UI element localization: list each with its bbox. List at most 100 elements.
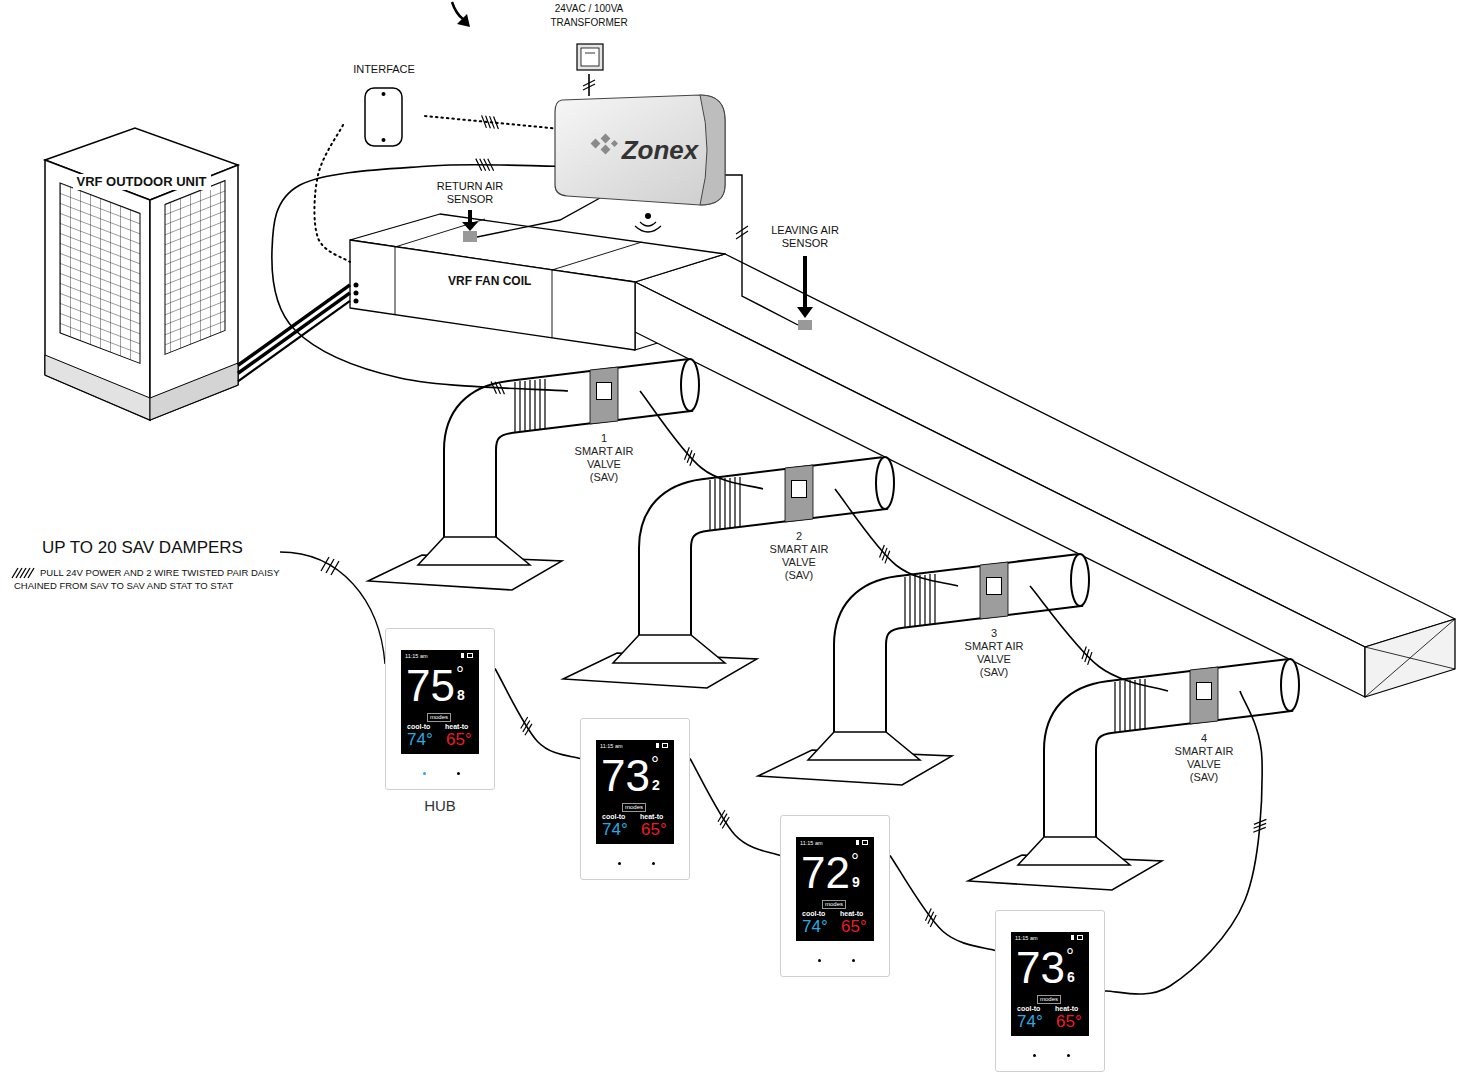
clock-text: 11:15 am bbox=[1015, 935, 1038, 941]
twisted-pair-mark bbox=[583, 84, 595, 90]
interface-link bbox=[314, 125, 350, 262]
wire-connector bbox=[314, 125, 350, 262]
status-icon bbox=[856, 840, 859, 845]
setpoint-caption: heat-to bbox=[640, 813, 663, 821]
thermostat: 11:15 am73°2modescool-to74°heat-to65° bbox=[580, 718, 690, 880]
wire-connector bbox=[890, 856, 995, 951]
control-wire bbox=[272, 165, 568, 391]
indicator-dot bbox=[1033, 1054, 1036, 1057]
room-temperature: 72 bbox=[801, 851, 850, 895]
drawing-part bbox=[725, 175, 798, 325]
heat-setpoint: 65° bbox=[1056, 1013, 1082, 1030]
heat-setpoint: 65° bbox=[841, 918, 867, 935]
drawing-part bbox=[611, 140, 618, 147]
drawing-part bbox=[640, 222, 656, 226]
caption-text: 24VAC / 100VA TRANSFORMER bbox=[547, 2, 631, 30]
thermostat-screen: 11:15 am73°6modescool-to74°heat-to65° bbox=[1011, 932, 1089, 1036]
modes-button: modes bbox=[622, 803, 646, 812]
smart-air-valve: 1SMART AIR VALVE (SAV) bbox=[568, 382, 640, 484]
unit-label: VRF OUTDOOR UNIT bbox=[73, 174, 211, 190]
drawing-part bbox=[1365, 619, 1455, 697]
twisted-pair-mark bbox=[1085, 649, 1089, 662]
thermostat: 11:15 am72°9modescool-to74°heat-to65° bbox=[780, 815, 890, 977]
control-wire bbox=[890, 856, 995, 951]
valve-label: SMART AIR VALVE (SAV) bbox=[1173, 745, 1235, 784]
unit-label: VRF FAN COIL bbox=[448, 274, 531, 288]
drawing-part bbox=[968, 659, 1299, 890]
heat-setpoint: 65° bbox=[446, 731, 472, 748]
daisy-chain-key bbox=[12, 552, 385, 664]
control-wire bbox=[1105, 691, 1262, 994]
thermostat-screen: 11:15 am75°8modescool-to74°heat-to65° bbox=[401, 650, 479, 754]
status-icon bbox=[662, 743, 668, 748]
thermostat-screen: 11:15 am73°2modescool-to74°heat-to65° bbox=[596, 740, 674, 844]
drawing-part bbox=[354, 291, 359, 296]
zonex-controller: Zonex bbox=[555, 96, 725, 204]
setpoint-caption: cool-to bbox=[407, 723, 430, 731]
valve-actuator bbox=[986, 577, 1002, 595]
outdoor-unit: VRF OUTDOOR UNIT bbox=[45, 128, 238, 420]
twisted-pair-mark bbox=[1088, 652, 1092, 665]
drawing-part bbox=[350, 240, 635, 350]
smart-air-valve: 4SMART AIR VALVE (SAV) bbox=[1168, 682, 1240, 784]
zone-number: 6 bbox=[1067, 970, 1075, 984]
valve-label: SMART AIR VALVE (SAV) bbox=[768, 543, 830, 582]
drawing-part bbox=[585, 53, 595, 54]
drawing-part bbox=[555, 95, 725, 205]
setpoint-caption: cool-to bbox=[602, 813, 625, 821]
indicator-dot bbox=[423, 772, 426, 775]
modes-button: modes bbox=[1037, 995, 1061, 1004]
control-wire bbox=[495, 669, 580, 759]
cool-setpoint: 74° bbox=[407, 731, 433, 748]
drawing-part bbox=[45, 160, 150, 420]
thermostat-screen: 11:15 am72°9modescool-to74°heat-to65° bbox=[796, 837, 874, 941]
control-wire bbox=[690, 759, 780, 856]
drawing-part bbox=[395, 247, 396, 315]
drawing-part bbox=[591, 139, 601, 149]
twisted-pair-mark bbox=[476, 159, 482, 171]
branch-ducts bbox=[368, 359, 1299, 890]
pointer-arrow bbox=[452, 2, 470, 27]
pipe-line bbox=[238, 293, 350, 373]
drawing-part bbox=[382, 92, 386, 96]
drawing-part bbox=[45, 128, 238, 200]
fan-coil: VRF FAN COIL bbox=[350, 240, 635, 350]
indicator-dot bbox=[1067, 1054, 1070, 1057]
drawing-part bbox=[601, 134, 611, 144]
zonex-controller-drawing bbox=[555, 95, 725, 232]
drawing-part bbox=[552, 242, 642, 270]
heat-setpoint: 65° bbox=[641, 821, 667, 838]
drawing-part bbox=[45, 355, 150, 420]
drawing-part bbox=[468, 210, 472, 224]
modes-button: modes bbox=[427, 713, 451, 722]
cool-setpoint: 74° bbox=[602, 821, 628, 838]
drawing-part bbox=[798, 320, 812, 330]
twisted-pair-mark bbox=[1082, 646, 1086, 659]
valve-actuator bbox=[791, 480, 807, 498]
zone-number: 2 bbox=[652, 778, 660, 792]
degree-sign: ° bbox=[651, 754, 659, 774]
drawing-part bbox=[28, 568, 34, 578]
transformer-drawing bbox=[577, 44, 603, 70]
callout-number: 4 bbox=[1173, 732, 1235, 745]
pipe-line bbox=[238, 285, 350, 365]
part-label: LEAVING AIR SENSOR bbox=[762, 224, 848, 250]
indicator-dot bbox=[852, 959, 855, 962]
degree-sign: ° bbox=[1066, 946, 1074, 966]
drawing-part bbox=[463, 231, 477, 242]
callout-number: 1 bbox=[573, 432, 635, 445]
drawing-part bbox=[1365, 619, 1455, 697]
twisted-pair-mark bbox=[499, 382, 504, 394]
smart-air-valve: 3SMART AIR VALVE (SAV) bbox=[958, 577, 1030, 679]
valve-label: SMART AIR VALVE (SAV) bbox=[573, 445, 635, 484]
indicator-dot bbox=[618, 862, 621, 865]
outdoor-unit-drawing bbox=[45, 128, 238, 420]
control-wire bbox=[640, 391, 763, 489]
drawing-part bbox=[462, 222, 478, 231]
callout-number: 3 bbox=[963, 627, 1025, 640]
status-icon bbox=[1071, 935, 1074, 940]
interface-box: INTERFACE bbox=[343, 62, 425, 152]
drawing-part bbox=[331, 561, 339, 575]
wire-connector bbox=[690, 759, 780, 856]
drawing-part bbox=[280, 552, 385, 664]
